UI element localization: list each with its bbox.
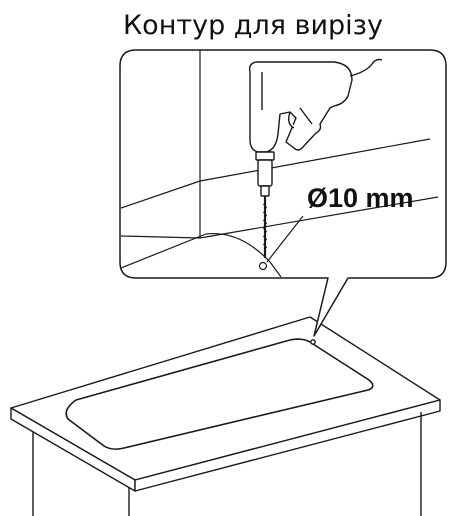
callout-drill-hole: [258, 261, 268, 271]
diagram-caption: Контур для вирізу: [123, 10, 383, 41]
drill-bit-flutes: [262, 203, 268, 249]
callout-worktop-scene: [120, 50, 439, 278]
pilot-hole-marker: [310, 339, 316, 345]
cabinet: [10, 316, 441, 516]
drill-chuck: [257, 159, 273, 187]
drill-icon: [248, 58, 383, 258]
dimension-leader-line: [266, 215, 304, 263]
drill-chuck-tip: [260, 185, 270, 197]
callout-bubble: [119, 49, 447, 337]
hole-diameter-label: Ø10 mm: [307, 183, 414, 213]
magnified-callout: Ø10 mm: [119, 49, 447, 337]
callout-cutout-edge: [205, 232, 282, 278]
cutout-outline: [65, 338, 374, 450]
drill-cord: [349, 58, 383, 77]
countertop-side-edge: [134, 399, 441, 492]
drill-trigger: [287, 111, 295, 129]
drill-chuck-collar: [255, 151, 275, 161]
drill-grip-ridge: [299, 107, 313, 125]
